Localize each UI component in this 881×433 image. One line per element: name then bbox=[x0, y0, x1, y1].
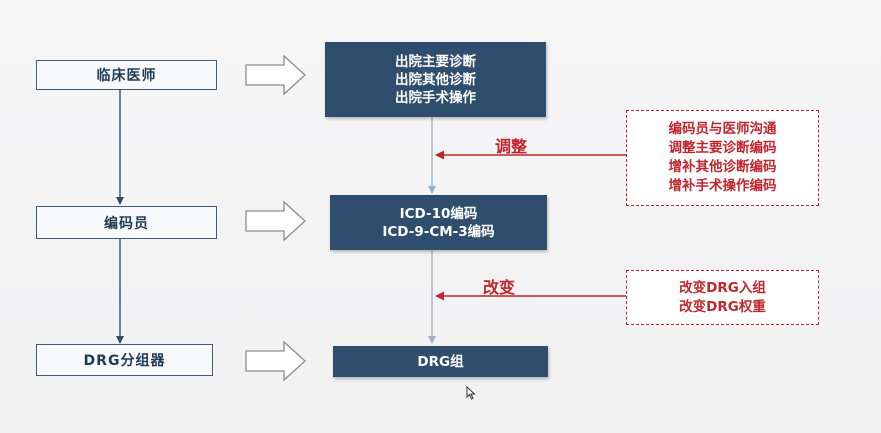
mouse-cursor-icon bbox=[466, 386, 476, 400]
action-label-adjust: 调整 bbox=[495, 137, 528, 156]
role-box-doctor: 临床医师 bbox=[36, 60, 217, 90]
note-box-adjust: 编码员与医师沟通 调整主要诊断编码 增补其他诊断编码 增补手术操作编码 bbox=[626, 110, 819, 206]
action-label-change: 改变 bbox=[483, 278, 516, 297]
note-adjust-line: 增补其他诊断编码 bbox=[668, 159, 777, 175]
block-arrow-grouper bbox=[245, 340, 306, 382]
block-arrow-coder bbox=[245, 200, 306, 242]
drg-group-label: DRG组 bbox=[417, 353, 464, 370]
note-adjust-line: 增补手术操作编码 bbox=[668, 178, 777, 194]
block-arrow-doctor bbox=[245, 54, 306, 96]
note-adjust-line: 调整主要诊断编码 bbox=[668, 140, 777, 156]
code-line-icd9: ICD-9-CM-3编码 bbox=[382, 223, 495, 240]
discharge-diagnosis-box: 出院主要诊断 出院其他诊断 出院手术操作 bbox=[325, 42, 546, 117]
note-adjust-line: 编码员与医师沟通 bbox=[668, 121, 777, 137]
code-box: ICD-10编码 ICD-9-CM-3编码 bbox=[330, 195, 547, 250]
note-change-line: 改变DRG权重 bbox=[679, 298, 766, 315]
note-box-change: 改变DRG入组 改变DRG权重 bbox=[626, 270, 819, 325]
note-change-line: 改变DRG入组 bbox=[679, 279, 766, 296]
role-box-coder: 编码员 bbox=[36, 206, 217, 239]
discharge-line-main: 出院主要诊断 bbox=[395, 53, 476, 70]
code-line-icd10: ICD-10编码 bbox=[399, 205, 478, 222]
role-box-grouper: DRG分组器 bbox=[36, 344, 213, 376]
drg-group-box: DRG组 bbox=[333, 346, 548, 377]
discharge-line-procedure: 出院手术操作 bbox=[395, 89, 476, 106]
discharge-line-other: 出院其他诊断 bbox=[395, 71, 476, 88]
